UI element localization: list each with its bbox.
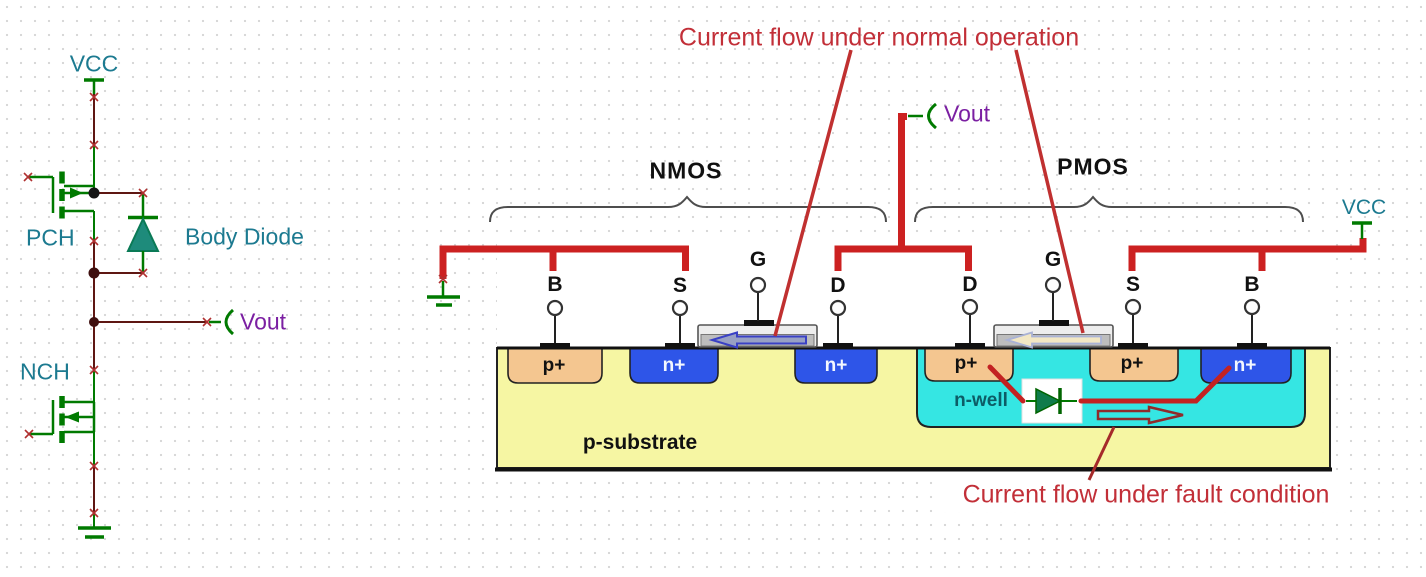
- vout-port-symbol-schematic: [209, 308, 235, 336]
- gnd-bus-wire: [439, 245, 689, 279]
- fault-condition-annotation: Current flow under fault condition: [962, 480, 1330, 509]
- pmos-p-plus-drain-label: p+: [954, 353, 978, 374]
- nmos-terminal-d-label: D: [830, 274, 846, 297]
- pmos-terminal-b-label: B: [1244, 273, 1260, 296]
- nmos-gate-stack: [697, 320, 818, 349]
- nmos-terminal-g-label: G: [749, 248, 767, 271]
- normal-flow-leader-left: [773, 49, 853, 337]
- vcc-symbol-cross-section: [1352, 221, 1372, 239]
- nmos-n-plus-source-region: [629, 347, 719, 384]
- nmos-n-plus-source-label: n+: [662, 355, 686, 376]
- fault-text-backdrop: [935, 478, 1340, 512]
- pmos-channel-current-arrow: [1003, 331, 1102, 349]
- ground-symbol-schematic: [78, 526, 111, 539]
- nch-label: NCH: [20, 358, 70, 385]
- nmos-gate-contact: [744, 320, 774, 326]
- schematic-wires: [93, 94, 207, 527]
- pin-markers: [23, 92, 212, 518]
- vout-port-symbol-cross-section: [908, 102, 937, 130]
- n-well-label: n-well: [954, 390, 1008, 411]
- pch-label: PCH: [26, 224, 75, 251]
- nmos-title: NMOS: [649, 157, 723, 184]
- nmos-n-plus-drain-label: n+: [824, 355, 848, 376]
- pmos-title: PMOS: [1057, 153, 1129, 180]
- terminal-circles: [546, 276, 1261, 317]
- body-diode-label: Body Diode: [185, 223, 304, 250]
- nmos-n-plus-drain-region: [794, 347, 878, 384]
- nmos-brace: [489, 195, 887, 223]
- pmos-p-plus-source-region: [1089, 347, 1179, 382]
- junction-dot: [88, 267, 100, 279]
- cross-section: [489, 195, 1332, 472]
- junction-dot: [89, 317, 99, 327]
- surface-contacts: [540, 343, 1267, 349]
- vout-label-schematic: Vout: [240, 308, 287, 335]
- parasitic-diode-symbol: [1021, 378, 1083, 424]
- pch-transistor-symbol: [29, 171, 94, 219]
- nmos-terminal-s-label: S: [672, 274, 688, 297]
- nmos-p-plus-region: [507, 347, 603, 384]
- body-diode-symbol: [126, 193, 160, 273]
- red-wiring: [439, 49, 1367, 481]
- fault-current-arrow: [1096, 405, 1184, 425]
- pmos-brace: [914, 195, 1304, 223]
- nmos-channel-current-arrow: [708, 331, 807, 349]
- vcc-label-cross-section: VCC: [1341, 196, 1387, 219]
- pmos-gate-contact: [1039, 320, 1069, 326]
- ground-symbol-cross-section: [427, 281, 460, 307]
- vcc-bus-wire: [1128, 238, 1367, 271]
- fault-flow-leader: [1087, 426, 1116, 481]
- pmos-n-plus-body-label: n+: [1233, 355, 1257, 376]
- pmos-p-plus-source-label: p+: [1120, 353, 1144, 374]
- normal-flow-leader-right: [1014, 49, 1085, 334]
- vout-bus-wire: [834, 113, 972, 271]
- nmos-terminal-b-label: B: [547, 273, 563, 296]
- pmos-terminal-s-label: S: [1125, 273, 1141, 296]
- pmos-terminal-g-label: G: [1044, 248, 1062, 271]
- vcc-label-schematic: VCC: [69, 50, 119, 77]
- vcc-symbol: [84, 78, 104, 94]
- p-substrate-label: p-substrate: [582, 431, 698, 454]
- terminal-stems: [554, 292, 1253, 344]
- fault-current-path: [987, 364, 1232, 404]
- schematic: [23, 78, 235, 539]
- normal-operation-annotation: Current flow under normal operation: [678, 23, 1080, 52]
- vout-label-cross-section: Vout: [944, 100, 991, 127]
- nmos-p-plus-label: p+: [542, 355, 566, 376]
- doped-regions: [507, 347, 1292, 384]
- junction-dot: [88, 187, 100, 199]
- nch-transistor-symbol: [29, 396, 96, 443]
- pmos-terminal-d-label: D: [962, 273, 978, 296]
